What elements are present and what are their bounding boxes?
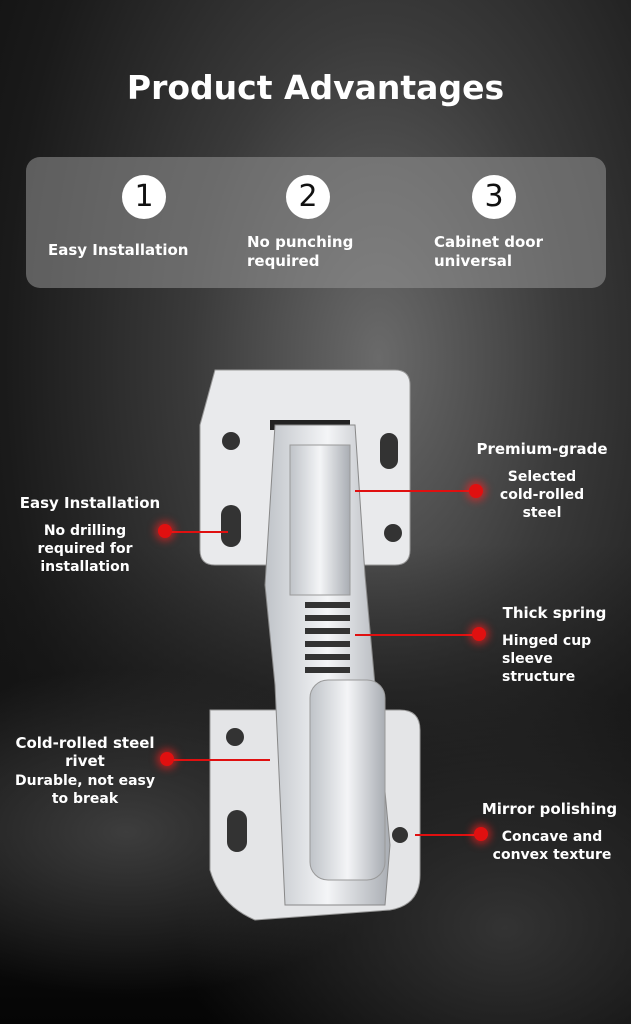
advantage-3: 3 Cabinet door universal [434,175,564,271]
callout-dot [160,752,174,766]
hinge-image [199,369,421,921]
callout-detail: Selected cold-rolled steel [499,469,585,521]
callout-line [355,634,480,636]
callout-line [355,490,475,492]
callout-heading: Cold-rolled steel rivet [15,734,155,770]
number-badge: 2 [286,175,330,219]
callout-thick-spring: Thick spring Hinged cup sleeve structure [492,604,617,686]
advantage-2: 2 No punching required [247,175,377,271]
callout-detail: Durable, not easy to break [15,773,155,807]
callout-easy-installation: Easy Installation No drilling required f… [10,494,170,576]
number-badge: 1 [122,175,166,219]
advantage-label: Cabinet door universal [434,233,543,270]
callout-heading: Mirror polishing [481,800,618,818]
callout-heading: Thick spring [502,604,607,622]
callout-premium-grade: Premium-grade Selected cold-rolled steel [462,440,622,522]
number-badge: 3 [472,175,516,219]
callout-heading: Premium-grade [476,440,608,458]
callout-rivet: Cold-rolled steel rivet Durable, not eas… [10,734,170,808]
callout-dot [158,524,172,538]
advantage-label: No punching required [247,233,354,270]
callout-dot [469,484,483,498]
page-title: Product Advantages [126,68,505,107]
callout-dot [474,827,488,841]
callout-mirror-polishing: Mirror polishing Concave and convex text… [472,800,627,864]
callout-heading: Easy Installation [19,494,161,512]
advantage-label: Easy Installation [48,241,189,259]
callout-detail: No drilling required for installation [37,523,133,575]
callout-detail: Concave and convex texture [492,829,612,863]
callout-line [168,531,228,533]
callout-line [415,834,480,836]
callout-line [170,759,270,761]
callout-detail: Hinged cup sleeve structure [502,633,592,685]
advantage-1: 1 Easy Installation [48,175,218,260]
callout-dot [472,627,486,641]
advantages-panel: 1 Easy Installation 2 No punching requir… [26,157,606,288]
